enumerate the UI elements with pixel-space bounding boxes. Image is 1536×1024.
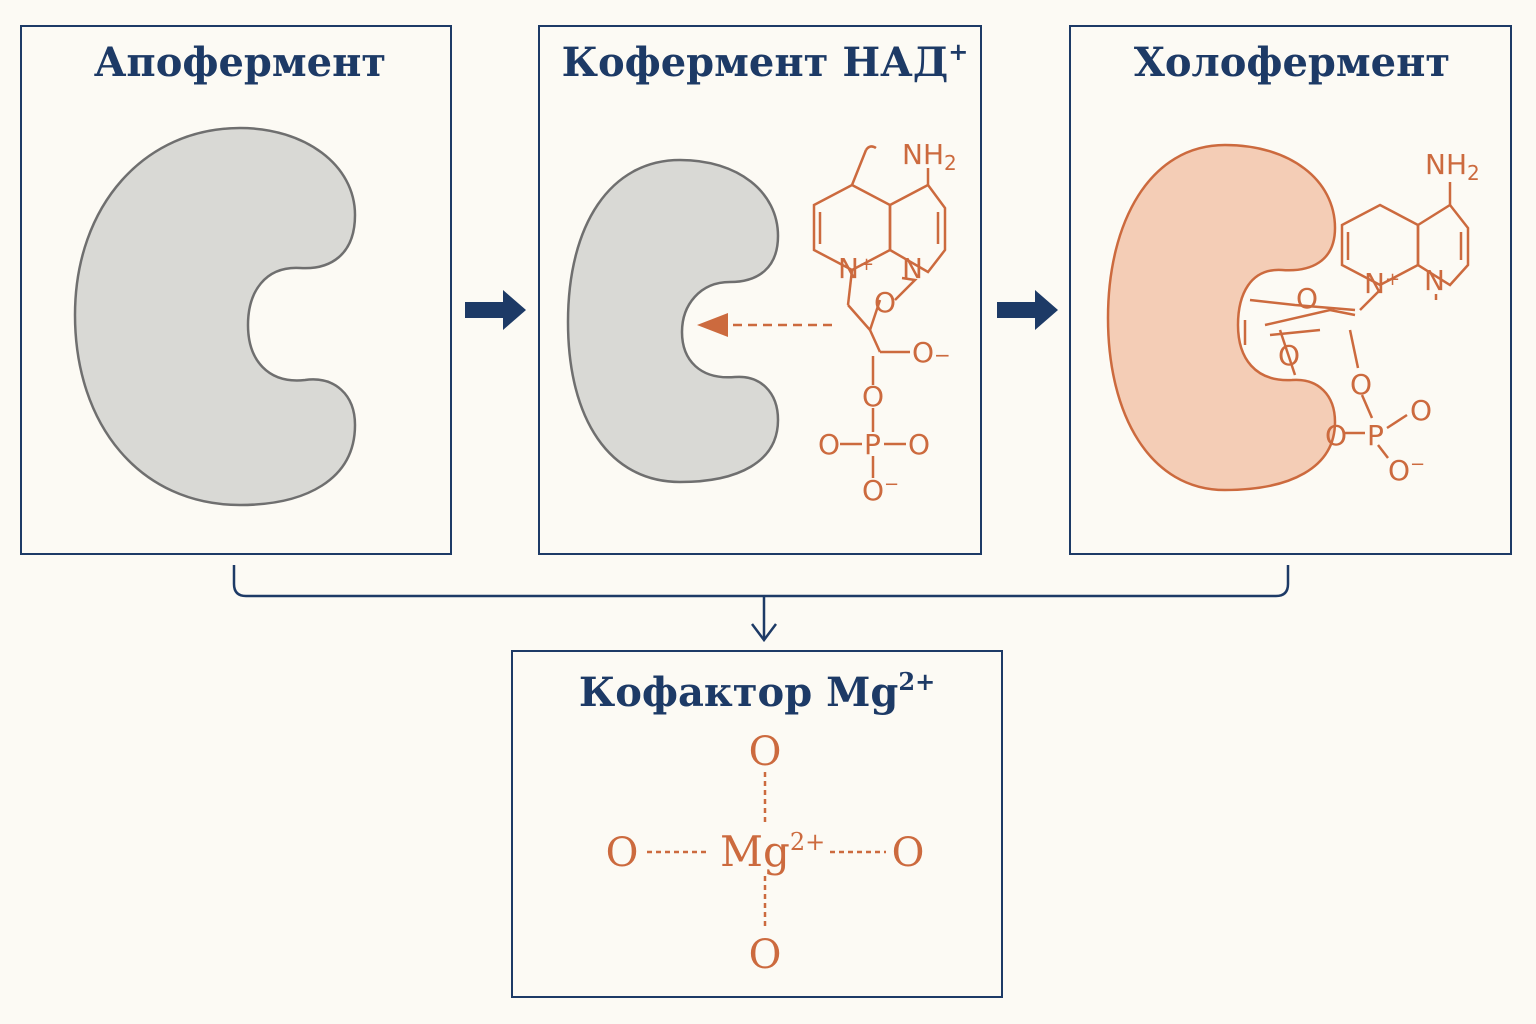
holo-o-bottom-label: O− [1388,454,1425,487]
nad-n-plus-label: N+ [838,252,874,285]
arrow-down-icon [751,623,777,643]
holo-n-label: N [1424,264,1445,297]
arrow-right-icon [997,290,1058,330]
holo-phosphorus-label: P [1367,419,1384,452]
apoenzyme-frame [20,25,452,555]
coenzyme-panel: Кофермент НАД+ NH2 N+ N O O− [538,25,982,555]
coenzyme-title: Кофермент НАД+ [562,37,969,86]
apoenzyme-title: Апофермент [94,39,386,86]
apoenzyme-panel: Апофермент [20,25,452,555]
holo-n-plus-label: N+ [1364,267,1400,300]
nad-o-link-label: O [862,380,884,413]
holo-nad-structure [1243,182,1470,459]
mg-coordination-bonds [647,772,886,930]
holo-ring-o-low-label: O [1278,339,1300,372]
holo-o-right-label: O [1410,394,1432,427]
holoenzyme-panel: Холофермент NH2 N+ N O O O O P [1069,25,1512,555]
bracket-connector [232,565,1290,598]
nad-amine-label: NH2 [902,138,957,175]
apoenzyme-shape [73,126,357,507]
mg-o-left-label: O [606,830,639,876]
holo-o-link-label: O [1350,368,1372,401]
coenzyme-protein-shape [566,158,780,484]
cofactor-frame [511,650,1003,998]
holo-o-left-label: O [1325,419,1347,452]
coenzyme-frame [538,25,982,555]
nad-o-left-label: O [818,428,840,461]
mg-o-top-label: O [749,729,782,775]
nad-o-right-label: O− [912,336,951,369]
arrow-left-icon [697,313,728,337]
mg-ion-label: Mg2+ [720,827,825,876]
nad-n-label: N [902,252,923,285]
holo-amine-label: NH2 [1425,148,1480,185]
nad-structure [812,145,947,478]
holo-ring-o-top-label: O [1296,282,1318,315]
arrow-right-icon [465,290,526,330]
cofactor-panel: Кофактор Mg2+ O O O O Mg2+ [511,650,1003,998]
nad-o-right2-label: O [908,428,930,461]
nad-o-bottom-label: O− [862,474,899,507]
nad-phosphorus-label: P [864,428,881,461]
mg-o-right-label: O [892,830,925,876]
holoenzyme-protein-shape [1106,143,1337,492]
nad-ring-o-label: O [874,286,896,319]
cofactor-title: Кофактор Mg2+ [579,667,935,716]
holoenzyme-frame [1069,25,1512,555]
holoenzyme-title: Холофермент [1134,39,1450,86]
mg-o-bottom-label: O [749,932,782,978]
